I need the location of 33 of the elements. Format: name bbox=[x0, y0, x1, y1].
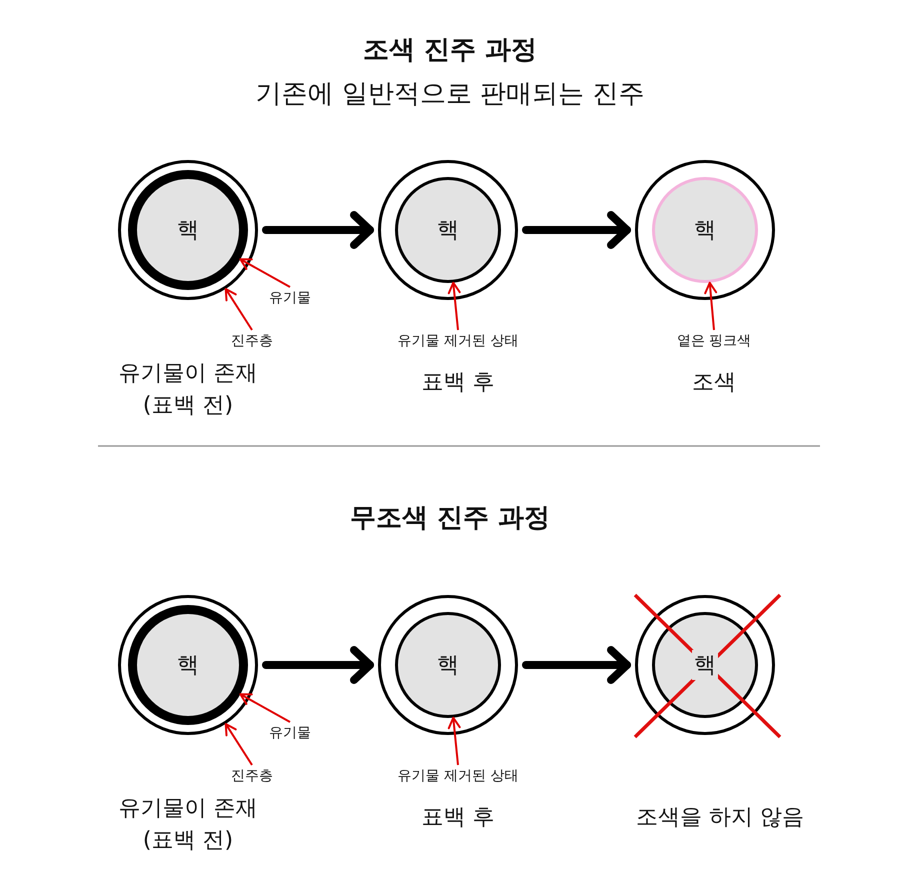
leader-line bbox=[704, 282, 718, 330]
title: 조색 진주 과정 bbox=[362, 34, 538, 67]
leader-line bbox=[224, 288, 253, 331]
arrow bbox=[262, 646, 374, 684]
caption: 유기물이 존재 (표백 전) bbox=[118, 795, 258, 855]
callout-label: 유기물 bbox=[269, 289, 311, 307]
leader-line bbox=[224, 722, 253, 766]
leader-line bbox=[448, 716, 461, 766]
callout-label: 옅은 핑크색 bbox=[676, 332, 752, 350]
core-circle: 핵 bbox=[395, 177, 501, 283]
core-circle: 핵 bbox=[128, 170, 248, 290]
caption: 조색 bbox=[691, 369, 737, 397]
core-circle: 핵 bbox=[652, 612, 758, 718]
arrow bbox=[522, 646, 631, 684]
subtitle: 기존에 일반적으로 판매되는 진주 bbox=[254, 78, 646, 111]
leader-line bbox=[239, 258, 290, 288]
arrow bbox=[522, 211, 631, 249]
core-circle: 핵 bbox=[395, 612, 501, 718]
caption: 표백 후 bbox=[420, 804, 496, 832]
leader-line bbox=[239, 693, 290, 723]
core-circle: 핵 bbox=[652, 177, 758, 283]
caption: 표백 후 bbox=[420, 369, 496, 397]
leader-line bbox=[448, 282, 461, 330]
arrow bbox=[262, 211, 374, 249]
callout-label: 진주층 bbox=[231, 332, 273, 350]
callout-label: 유기물 제거된 상태 bbox=[398, 767, 518, 785]
callout-label: 유기물 제거된 상태 bbox=[398, 332, 518, 350]
caption: 유기물이 존재 (표백 전) bbox=[118, 360, 258, 420]
core-circle: 핵 bbox=[128, 605, 248, 725]
heading: 무조색 진주 과정 bbox=[348, 502, 552, 535]
callout-label: 유기물 bbox=[269, 724, 311, 742]
callout-label: 진주층 bbox=[231, 767, 273, 785]
caption: 조색을 하지 않음 bbox=[635, 804, 805, 832]
